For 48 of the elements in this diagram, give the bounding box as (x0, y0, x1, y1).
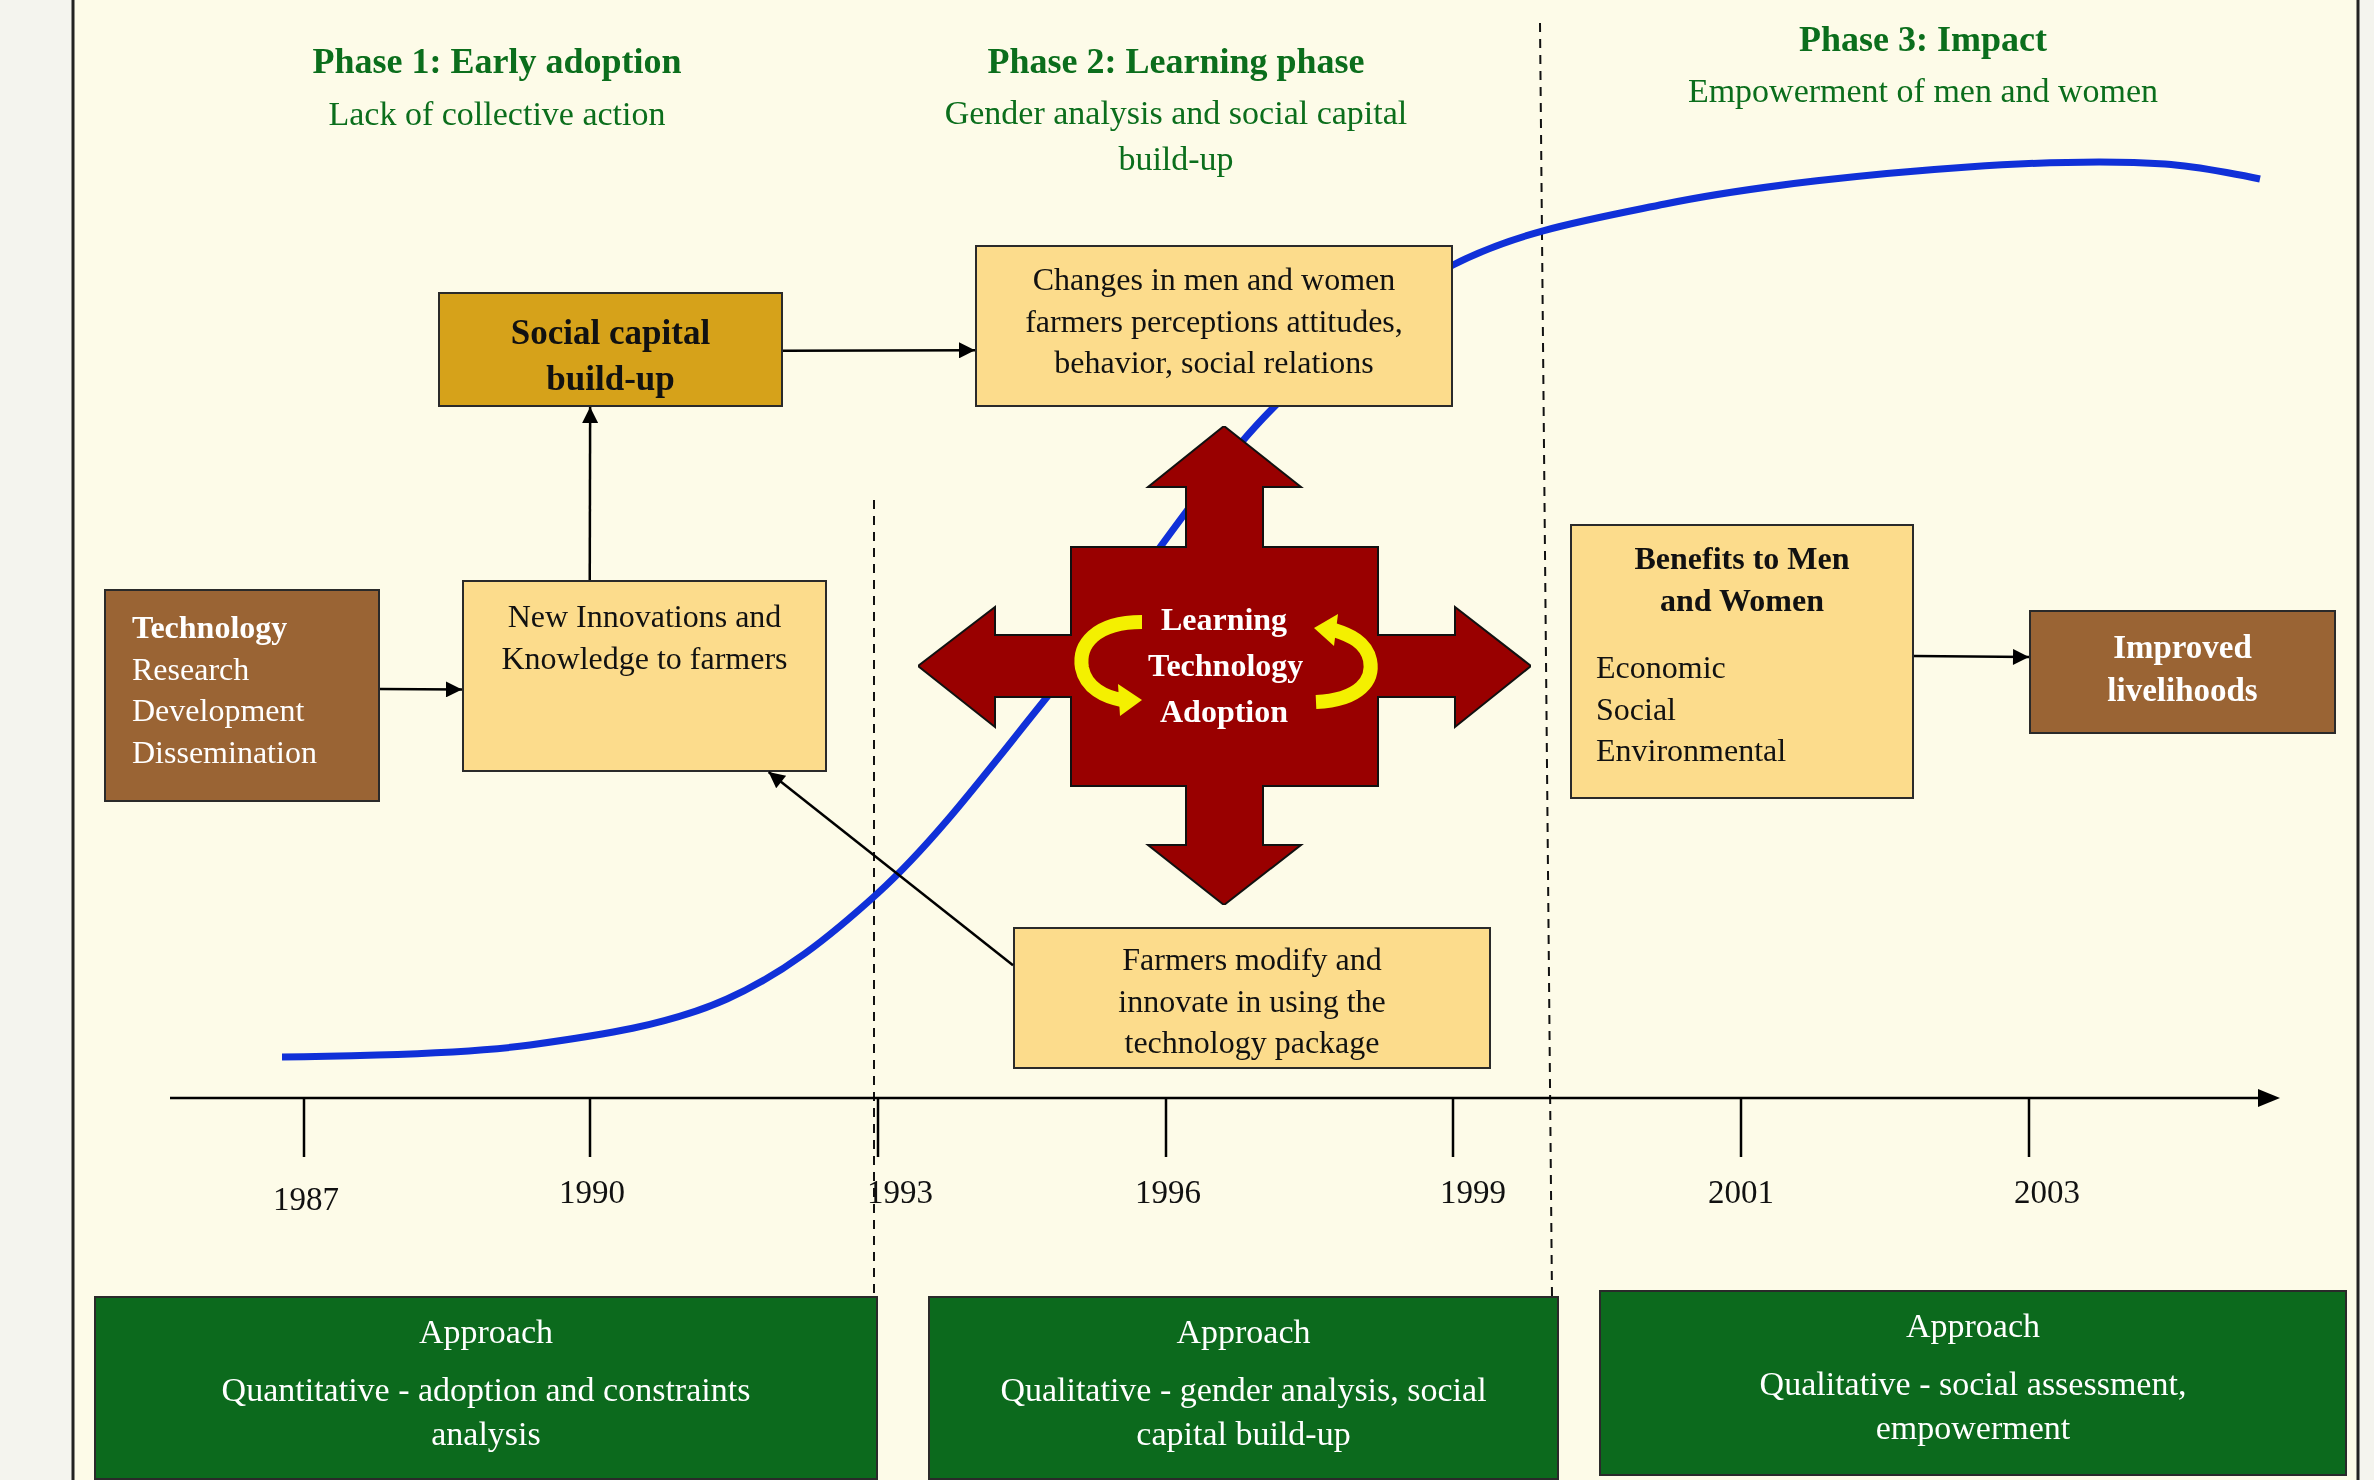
box-heading: Technology (132, 608, 289, 647)
box-text: New Innovations and Knowledge to farmers (500, 597, 789, 678)
box-heading: Benefits to Men and Women (1633, 539, 1851, 620)
process-box (462, 580, 827, 772)
box-text: Research (132, 649, 251, 689)
box-text: Development (132, 691, 306, 731)
approach-box (1599, 1290, 2347, 1476)
year-label: 1990 (559, 1172, 625, 1212)
box-text: Qualitative - gender analysis, social capital build-up (999, 1370, 1488, 1455)
box-text: Changes in men and women farmers perceptions attitudes, behavior, social relations (1024, 260, 1404, 383)
box-text: Social capital build-up (509, 312, 712, 400)
box-heading: Approach (1904, 1306, 2042, 1346)
phase-title: Phase 2: Learning phase (987, 39, 1365, 83)
approach-box (94, 1296, 878, 1480)
year-label: 2003 (2014, 1172, 2080, 1212)
process-box (2029, 610, 2336, 734)
box-text: Improved livelihoods (2106, 628, 2259, 710)
box-text: Farmers modify and innovate in using the technology package (1117, 940, 1387, 1063)
approach-box (928, 1296, 1559, 1480)
process-box (104, 589, 380, 802)
phase-title: Phase 3: Impact (1799, 17, 2047, 61)
box-text: Qualitative - social assessment, empowerment (1758, 1364, 2188, 1449)
box-text: Economic (1596, 648, 1727, 688)
arrow (767, 771, 1014, 967)
process-box (1013, 927, 1491, 1069)
phase-title: Phase 1: Early adoption (312, 39, 682, 83)
arrow (1914, 648, 2029, 665)
cross-shape (918, 426, 1531, 905)
year-label: 1987 (273, 1179, 339, 1219)
arrow (582, 407, 599, 580)
box-text: Social (1596, 689, 1677, 729)
year-label: 1993 (867, 1172, 933, 1212)
box-heading: Approach (1175, 1312, 1312, 1352)
year-label: 1999 (1440, 1172, 1506, 1212)
arrow (380, 681, 462, 698)
process-box (975, 245, 1453, 407)
box-text: Dissemination (132, 732, 318, 772)
arrow (783, 342, 975, 359)
box-text: Environmental (1596, 731, 1788, 771)
phase-subtitle: Lack of collective action (328, 94, 666, 135)
box-text: Quantitative - adoption and constraints analysis (220, 1370, 752, 1455)
process-box (1570, 524, 1914, 799)
phase-subtitle: Gender analysis and social capital build-up (943, 93, 1409, 179)
process-box (438, 292, 783, 407)
year-label: 2001 (1708, 1172, 1774, 1212)
phase-subtitle: Empowerment of men and women (1687, 71, 2159, 112)
box-heading: Approach (417, 1312, 555, 1352)
year-label: 1996 (1135, 1172, 1201, 1212)
